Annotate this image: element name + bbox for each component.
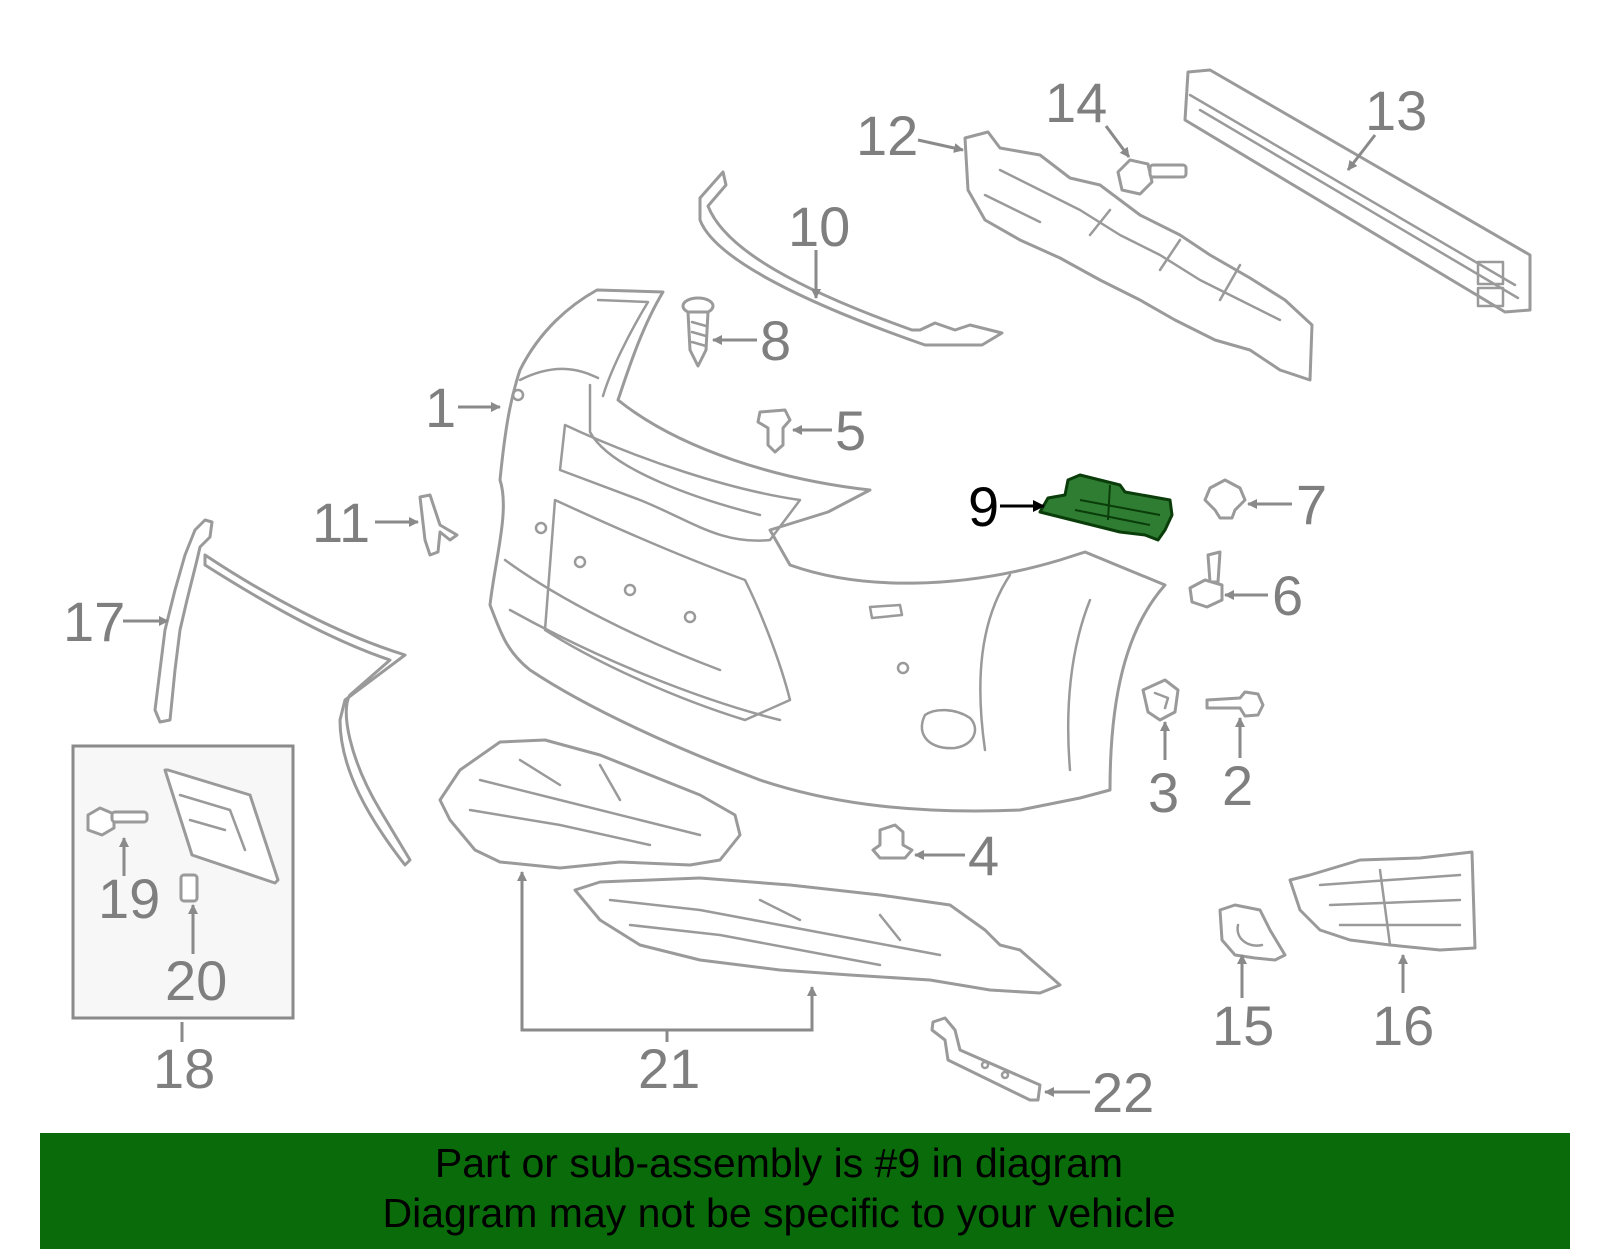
- part-3-nut: [1141, 678, 1180, 722]
- callout-9: 9: [968, 475, 999, 538]
- part-13-reinforcement: [1183, 68, 1532, 314]
- callout-20: 20: [165, 949, 227, 1012]
- callout-1: 1: [425, 376, 456, 439]
- part-4-nut: [871, 823, 914, 860]
- part-17-retainer: [153, 518, 214, 724]
- part-16-bracket: [1288, 850, 1477, 952]
- callout-21: 21: [638, 1037, 700, 1100]
- part-21-undercover: [438, 738, 1062, 995]
- banner-line-disclaimer: Diagram may not be specific to your vehi…: [382, 1190, 1176, 1236]
- part-14-bolt: [1116, 158, 1188, 196]
- part-9-bracket: [1038, 473, 1174, 542]
- part-5-clip: [756, 408, 792, 454]
- callout-19: 19: [98, 867, 160, 930]
- part-1-bumper-cover: [488, 288, 1167, 813]
- leader-lines: [119, 125, 1408, 1097]
- part-6-bolt: [1188, 550, 1224, 609]
- callout-18: 18: [153, 1037, 215, 1100]
- part-9-highlight: [1038, 473, 1174, 542]
- callout-13: 13: [1365, 79, 1427, 142]
- callout-7: 7: [1296, 473, 1327, 536]
- part-2-clip: [1205, 690, 1265, 718]
- info-banner: Part or sub-assembly is #9 in diagram Di…: [40, 1133, 1570, 1249]
- callout-17: 17: [63, 590, 125, 653]
- callout-14: 14: [1045, 71, 1107, 134]
- callout-4: 4: [968, 824, 999, 887]
- callout-15: 15: [1212, 994, 1274, 1057]
- part-10-molding: [698, 170, 1004, 347]
- callout-11: 11: [312, 491, 370, 554]
- callout-22: 22: [1092, 1061, 1154, 1124]
- callout-12: 12: [856, 104, 918, 167]
- part-22-bracket: [930, 1016, 1042, 1102]
- callout-3: 3: [1148, 761, 1179, 824]
- callout-8: 8: [760, 309, 791, 372]
- callout-6: 6: [1272, 564, 1303, 627]
- part-12-absorber: [963, 130, 1314, 382]
- callout-labels: 1 2 3 4 5 6 7 8 9 10 11 12 13 14 15 16 1…: [63, 71, 1434, 1124]
- part-18-license-bracket-group: [71, 744, 295, 1020]
- callout-10: 10: [788, 195, 850, 258]
- part-8-screw: [681, 296, 715, 368]
- part-11-bracket: [418, 493, 459, 557]
- part-7-clip: [1203, 478, 1247, 520]
- callout-16: 16: [1372, 994, 1434, 1057]
- part-15-cap: [1218, 903, 1287, 962]
- callout-2: 2: [1222, 754, 1253, 817]
- callout-5: 5: [835, 399, 866, 462]
- part-grille-surround: [203, 553, 412, 867]
- banner-line-part-number: Part or sub-assembly is #9 in diagram: [434, 1140, 1124, 1186]
